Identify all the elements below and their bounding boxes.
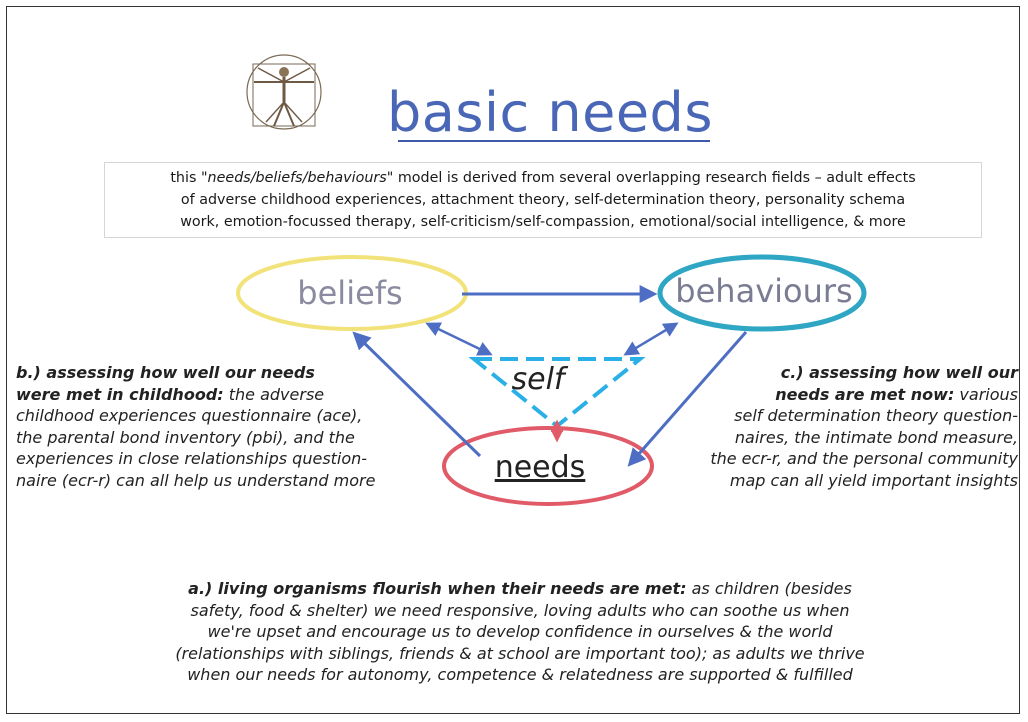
page-frame [6, 6, 1020, 714]
intro-line-1: this "needs/beliefs/behaviours" model is… [113, 167, 973, 189]
para-c-line-5: the ecr-r, and the personal community [710, 449, 1018, 468]
para-a-line-3: we're upset and encourage us to develop … [207, 622, 833, 641]
needs-label: needs [494, 450, 586, 485]
intro-line-2: of adverse childhood experiences, attach… [180, 192, 906, 208]
para-b-line-2: were met in childhood: the adverse [16, 384, 325, 404]
title-underline [398, 140, 710, 142]
para-c-line-4: naires, the intimate bond measure, [734, 427, 1018, 447]
paragraph-b: b.) assessing how well our needs were me… [16, 362, 436, 491]
behaviours-label: behaviours [675, 272, 853, 310]
para-b-line-5: experiences in close relationships quest… [16, 449, 368, 468]
intro-line-3: work, emotion-focussed therapy, self-cri… [180, 214, 906, 230]
intro-box: this "needs/beliefs/behaviours" model is… [104, 162, 982, 238]
intro-text-rest: model is derived from several overlappin… [393, 170, 916, 186]
behaviours-node [657, 254, 867, 332]
para-a-line-2: safety, food & shelter) we need responsi… [190, 600, 850, 620]
intro-quote: "needs/beliefs/behaviours" [200, 170, 394, 186]
arrow-self-behaviours [623, 322, 679, 356]
beliefs-label: beliefs [297, 274, 403, 312]
arrow-needs-to-beliefs [352, 331, 482, 458]
vitruvian-man-logo [246, 54, 322, 130]
intro-text-start: this [170, 170, 201, 186]
para-a-line-5: when our needs for autonomy, competence … [187, 665, 853, 684]
para-c-heading-1: c.) assessing how well our [780, 363, 1018, 382]
para-c-line-2: needs are met now: various [775, 384, 1018, 404]
arrow-behaviours-to-needs [627, 331, 748, 467]
para-a-line-4: (relationships with siblings, friends & … [175, 643, 865, 663]
para-c-line-3: self determination theory question- [734, 406, 1018, 425]
para-b-line-6: naire (ecr-r) can all help us understand… [16, 470, 376, 490]
para-b-line-4: the parental bond inventory (pbi), and t… [16, 427, 355, 447]
para-b-line-3: childhood experiences questionnaire (ace… [16, 406, 363, 425]
paragraph-a: a.) living organisms flourish when their… [140, 578, 900, 686]
self-triangle [468, 357, 646, 429]
self-label: self [511, 362, 565, 397]
arrow-self-beliefs [425, 322, 493, 356]
paragraph-c: c.) assessing how well our needs are met… [640, 362, 1018, 491]
para-c-line-6: map can all yield important insights [729, 470, 1018, 490]
para-a-line-1: a.) living organisms flourish when their… [188, 579, 852, 598]
page-title: basic needs [387, 81, 713, 144]
para-b-heading-1: b.) assessing how well our needs [16, 363, 315, 382]
needs-node [442, 426, 654, 506]
